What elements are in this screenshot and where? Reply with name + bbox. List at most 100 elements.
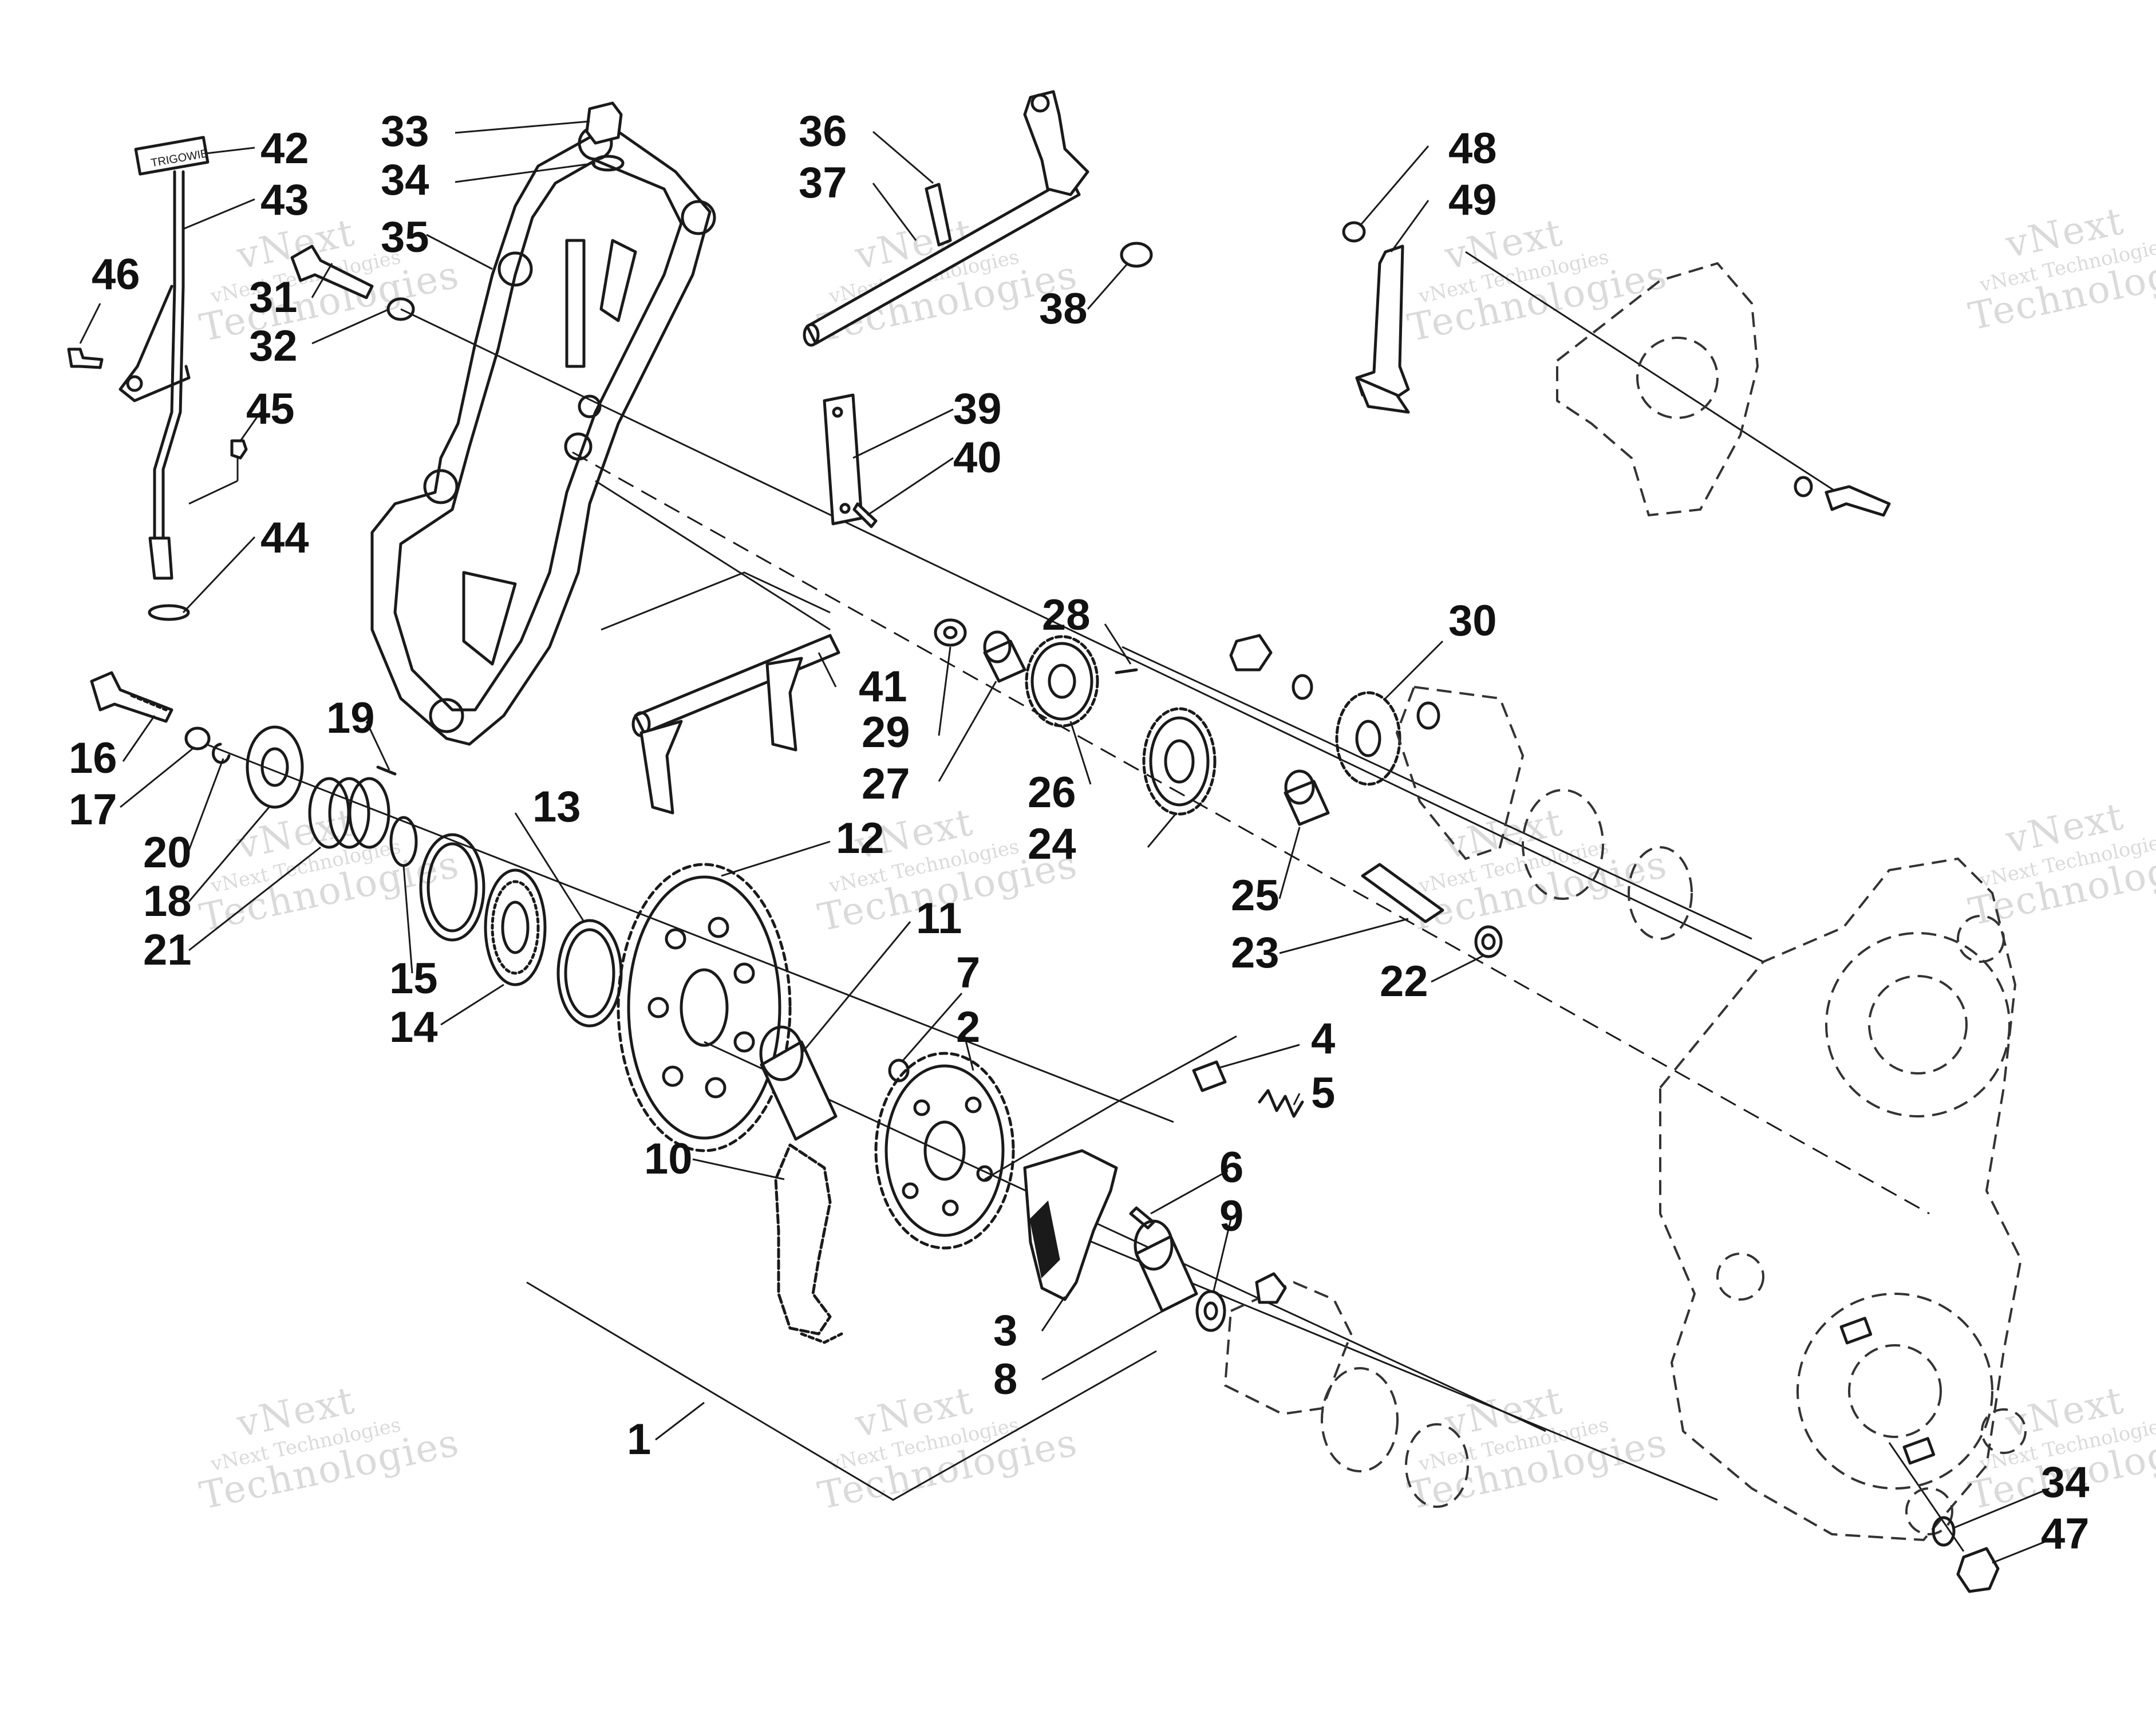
leader-17 bbox=[120, 746, 195, 808]
case-bore-lower bbox=[1796, 1293, 1993, 1490]
bolt-upper-right bbox=[1416, 701, 1440, 730]
bearing-27-end bbox=[983, 630, 1012, 663]
screw-40 bbox=[852, 502, 878, 528]
left-sprocket-stack bbox=[90, 671, 623, 1028]
plunger-4 bbox=[1192, 1060, 1227, 1092]
leader-47 bbox=[1992, 1539, 2050, 1564]
washer-17 bbox=[184, 726, 211, 751]
cover-bolt-boss bbox=[681, 200, 716, 235]
bracket-housing-bore bbox=[1636, 337, 1719, 419]
callout-1: 1 bbox=[627, 1415, 651, 1464]
leader-13 bbox=[514, 812, 585, 922]
callout-2: 2 bbox=[956, 1003, 980, 1052]
case-stud bbox=[1839, 1317, 1873, 1345]
callout-32: 32 bbox=[249, 322, 298, 370]
callout-39: 39 bbox=[953, 385, 1002, 433]
sprocket-12-hole bbox=[708, 917, 729, 938]
drain-oring-34 bbox=[1932, 1516, 1956, 1547]
watermark-group: vNext vNext Technologies Technologies bbox=[1965, 794, 2156, 934]
gear-case-housing bbox=[1659, 857, 2027, 1542]
washer-upper bbox=[1292, 674, 1313, 700]
callout-41: 41 bbox=[859, 662, 907, 711]
shift-arm-hole bbox=[1030, 93, 1050, 113]
assembly-axes bbox=[206, 251, 1965, 1552]
cover-rib bbox=[565, 239, 586, 368]
spring-coil bbox=[348, 777, 390, 849]
lower-bearing-group bbox=[1223, 1272, 1469, 1508]
dipstick-bracket-line bbox=[188, 480, 238, 505]
leader-2 bbox=[964, 1036, 974, 1071]
bearing-14 bbox=[484, 868, 547, 986]
sprocket-12-hole bbox=[705, 1077, 726, 1099]
callout-34b: 34 bbox=[2041, 1458, 2090, 1507]
bearing-11-body bbox=[760, 1040, 838, 1141]
leader-42 bbox=[206, 147, 255, 155]
gear-26 bbox=[1025, 635, 1099, 728]
shift-arm bbox=[1023, 90, 1089, 196]
case-boss bbox=[1905, 1487, 1953, 1535]
callout-22: 22 bbox=[1380, 957, 1428, 1006]
dipstick-seal-44 bbox=[148, 604, 190, 621]
chain-10 bbox=[774, 1143, 843, 1344]
callout-40: 40 bbox=[953, 433, 1002, 482]
watermarks: vNext vNext Technologies Technologies vN… bbox=[196, 199, 2156, 1518]
leader-44 bbox=[182, 536, 256, 614]
gear-26-hub bbox=[1048, 663, 1076, 699]
callout-17: 17 bbox=[69, 785, 117, 834]
cover-bolt-boss bbox=[429, 698, 464, 733]
leader-26 bbox=[1069, 721, 1092, 785]
callout-25: 25 bbox=[1231, 871, 1280, 920]
gear-24-teeth bbox=[1142, 707, 1217, 816]
callout-38: 38 bbox=[1039, 285, 1088, 333]
plate-assembly bbox=[823, 393, 878, 528]
callout-13: 13 bbox=[532, 783, 581, 831]
leader-41 bbox=[818, 652, 837, 688]
chain-10-body bbox=[774, 1143, 832, 1336]
leader-25 bbox=[1278, 827, 1301, 899]
callout-3: 3 bbox=[993, 1306, 1017, 1355]
axis-right bbox=[1122, 646, 1752, 940]
leader-49 bbox=[1390, 200, 1430, 252]
leader-30 bbox=[1384, 640, 1444, 700]
cover-inner-outline bbox=[393, 159, 683, 712]
washer-right-upper bbox=[1794, 476, 1813, 497]
bearing-plate-ghost-lower bbox=[1223, 1281, 1353, 1416]
pin-28 bbox=[1115, 668, 1138, 674]
bolt-right-upper bbox=[1825, 485, 1891, 517]
bearing-8 bbox=[1135, 1235, 1198, 1313]
washer-9 bbox=[1195, 1290, 1226, 1332]
dipstick-bracket bbox=[119, 285, 191, 402]
callout-7: 7 bbox=[956, 949, 980, 997]
chaincase-cover bbox=[370, 125, 716, 746]
bearing-25 bbox=[1284, 780, 1330, 826]
callout-26: 26 bbox=[1028, 768, 1076, 817]
leader-23 bbox=[1279, 918, 1409, 954]
clip-20 bbox=[211, 742, 231, 764]
plate-hole bbox=[832, 406, 843, 418]
callout-45: 45 bbox=[246, 385, 295, 433]
callout-18: 18 bbox=[143, 877, 192, 926]
fork-leg bbox=[639, 720, 683, 815]
cover-rib bbox=[599, 239, 637, 322]
washer-13a-inner bbox=[427, 842, 478, 933]
tensioner-assembly bbox=[984, 1035, 1304, 1332]
seal-ghost-upper bbox=[1628, 846, 1693, 940]
leader-5 bbox=[1293, 1093, 1301, 1105]
drain-plug-47 bbox=[1956, 1547, 2000, 1593]
callout-34: 34 bbox=[381, 156, 429, 204]
dipstick-tip bbox=[148, 536, 173, 580]
bearing-11 bbox=[759, 1025, 838, 1141]
case-bore-upper-inner bbox=[1868, 975, 1968, 1075]
gear-30-teeth bbox=[1335, 691, 1401, 786]
callout-23: 23 bbox=[1231, 929, 1280, 977]
callout-4: 4 bbox=[1311, 1014, 1335, 1063]
pin-37 bbox=[925, 183, 952, 247]
callout-37: 37 bbox=[799, 159, 847, 207]
leader-45 bbox=[239, 412, 262, 441]
bearing-25-end bbox=[1284, 769, 1315, 805]
plate-hole bbox=[839, 503, 851, 514]
gear-26-body bbox=[1030, 642, 1093, 721]
callout-5: 5 bbox=[1311, 1069, 1335, 1117]
callout-8: 8 bbox=[993, 1355, 1017, 1404]
callout-27: 27 bbox=[862, 760, 910, 808]
